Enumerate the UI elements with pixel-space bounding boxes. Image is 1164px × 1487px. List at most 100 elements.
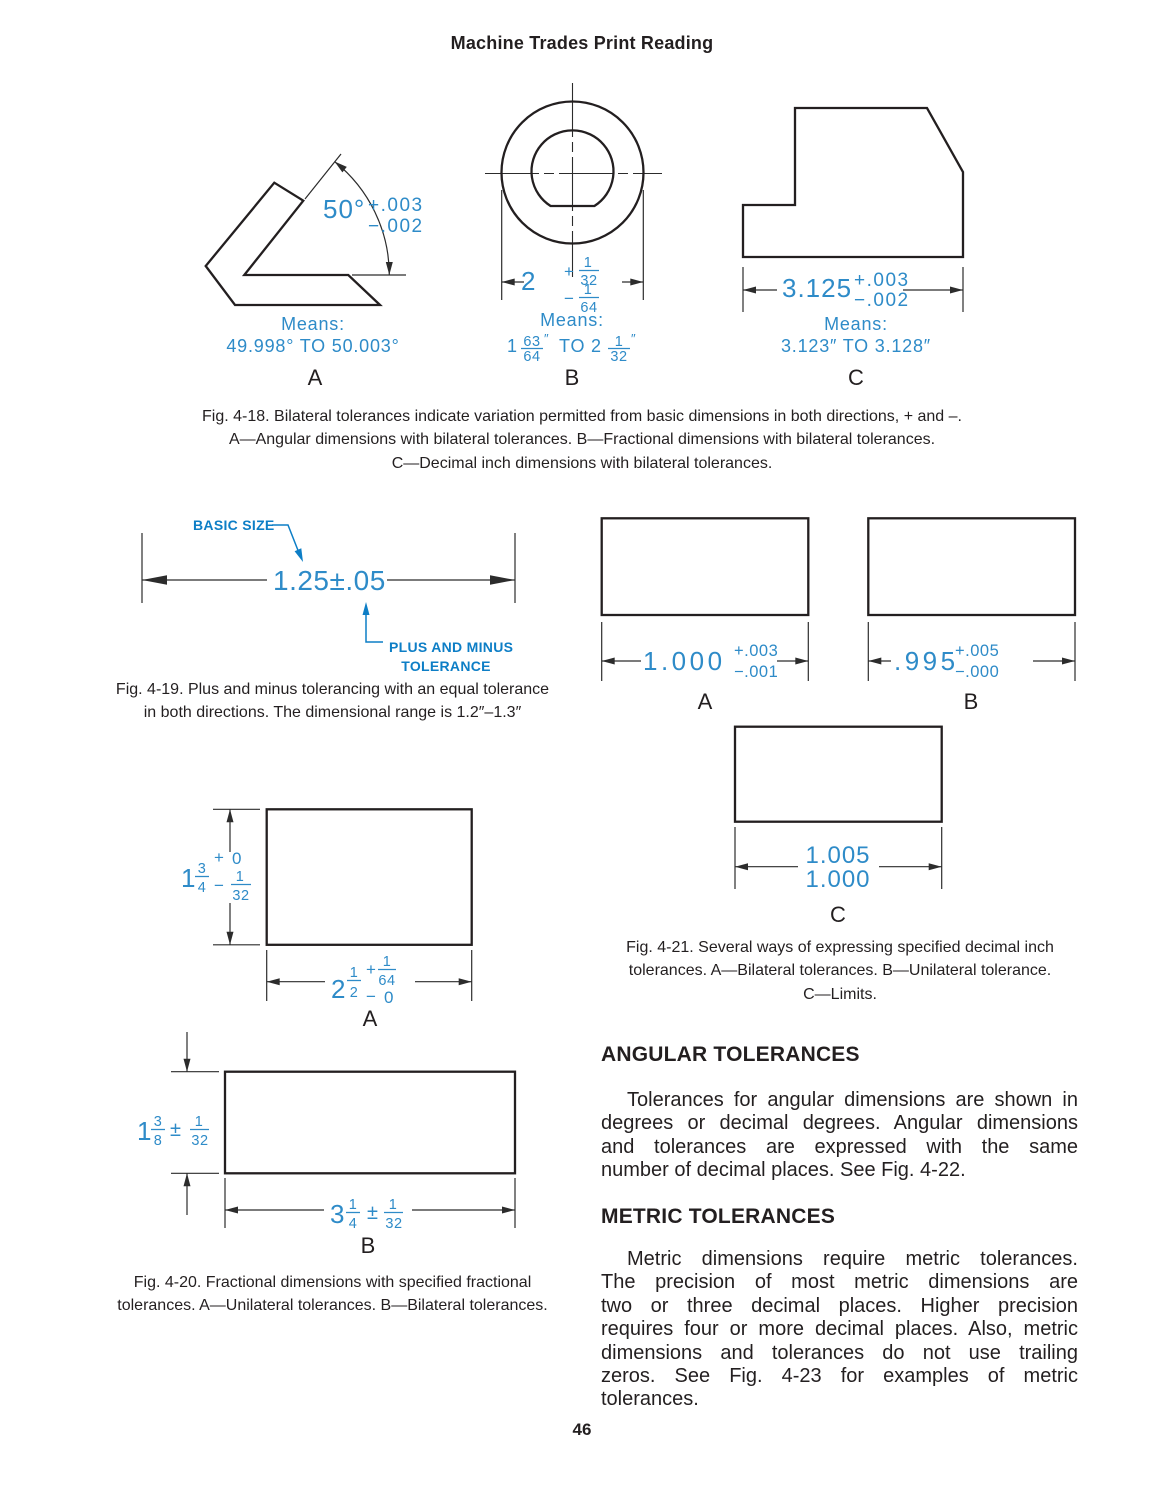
fig18b-minus-den: 64 [580, 300, 597, 316]
body-line: number of decimal places. See Fig. 4-22. [601, 1159, 966, 1182]
means-frac1-num: 63 [523, 334, 540, 350]
fig19-basic-size-leader [272, 524, 303, 562]
angular-tolerances-paragraph: Tolerances for angular dimensions are sh… [601, 1089, 1078, 1183]
fig20b-v-tol-num: 1 [195, 1114, 204, 1130]
body-line: and tolerances are expressed with the sa… [601, 1135, 1078, 1158]
fig20-drawing: 1 3 4 + 0 − 1 32 2 1 2 + 1 64 − 0 A [137, 808, 517, 1258]
fig21c-label: C [830, 902, 846, 927]
fig20a-v-minus-num: 1 [236, 869, 245, 885]
fig21b-tol-plus: +.005 [955, 642, 999, 660]
fig18b-plus-den: 32 [580, 273, 597, 289]
page-header: Machine Trades Print Reading [450, 33, 714, 53]
fig21a-dimension-lines [601, 622, 809, 681]
fig18b-plus-num: 1 [584, 255, 593, 271]
fig20a-v-num: 3 [198, 861, 207, 877]
body-line: The precision of most metric dimensions … [601, 1271, 1078, 1294]
fig19-dimension-lines [141, 533, 516, 603]
page-number: 46 [572, 1420, 592, 1439]
fig18b-dim-value: 2 [521, 266, 536, 296]
fig18-caption-line3: C—Decimal inch dimensions with bilateral… [391, 454, 773, 472]
fig18a-tol-minus: −.002 [368, 216, 424, 237]
fig20b-part-outline [223, 1070, 517, 1175]
fig20b-h-num: 1 [349, 1197, 358, 1213]
fig18c-tol-minus: −.002 [854, 290, 910, 311]
fig18c-dim-value: 3.125 [782, 273, 852, 303]
fig20a-h-plus-den: 64 [378, 973, 395, 989]
fig18a-part-outline [204, 181, 383, 307]
fig18c-label: C [848, 365, 864, 390]
fig20a-label: A [363, 1006, 378, 1031]
fig21-caption-line2: tolerances. A—Bilateral tolerances. B—Un… [628, 962, 1052, 980]
fig20a-h-minus-val: 0 [384, 988, 393, 1007]
fig19-tolerance-callout-line1: PLUS AND MINUS [389, 639, 513, 655]
body-line: two or three decimal places. Higher prec… [601, 1294, 1078, 1317]
fig18-caption-line2: A—Angular dimensions with bilateral tole… [228, 431, 936, 449]
metric-tolerances-heading: METRIC TOLERANCES [601, 1205, 836, 1228]
fig21-caption-line1: Fig. 4-21. Several ways of expressing sp… [626, 939, 1054, 956]
fig21b-dim-value: .995 [894, 646, 959, 676]
fig18b-plus-sign: + [564, 262, 574, 281]
fig20a-v-minus-den: 32 [232, 888, 249, 904]
fig19-caption-line1: Fig. 4-19. Plus and minus tolerancing wi… [115, 681, 550, 698]
fig18b-minus-num: 1 [584, 282, 593, 298]
fig18a-label: A [308, 365, 323, 390]
fig19-tolerance-leader [362, 602, 383, 643]
fig21a-part-outline [600, 517, 810, 617]
fig20b-v-pm-sign: ± [170, 1119, 181, 1141]
fig18c-tol-plus: +.003 [854, 270, 910, 291]
fig20b-h-den: 4 [349, 1216, 358, 1232]
fig20a-vertical-dimension [213, 808, 260, 946]
fig20a-h-den: 2 [350, 985, 359, 1001]
fig20a-v-minus-sign: − [214, 876, 224, 895]
fig20b-v-tol-den: 32 [191, 1133, 208, 1149]
fig20a-v-whole: 1 [181, 863, 196, 893]
fig18b-means-label: Means: [540, 310, 604, 330]
fig21a-label: A [698, 689, 713, 714]
fig20-caption: Fig. 4-20. Fractional dimensions with sp… [95, 1271, 570, 1318]
fig21-drawing: 1.000 +.003 −.001 A .995 +.005 −.000 B 1… [600, 517, 1077, 927]
fig18b-minus-sign: − [564, 289, 574, 308]
fig18b-label: B [565, 365, 580, 390]
fig18a-drawing: 50° +.003 −.002 Means: 49.998° TO 50.003… [204, 153, 424, 390]
fig21c-limit-upper: 1.005 [805, 842, 870, 869]
body-line: Tolerances for angular dimensions are sh… [627, 1089, 1078, 1111]
fig18c-drawing: 3.125 +.003 −.002 Means: 3.123″ TO 3.128… [741, 106, 965, 390]
means-whole-2: 2 [591, 336, 602, 356]
body-line: zeros. See Fig. 4-23 for examples of met… [601, 1365, 1078, 1388]
fig20a-horizontal-dimension [266, 950, 473, 1001]
body-line: degrees or decimal degrees. Angular dime… [601, 1112, 1078, 1135]
fig18b-drawing: 2 + 1 32 − 1 64 Means: 1 63 64 ″ TO 2 1 … [485, 83, 662, 390]
fig20-caption-line2: tolerances. A—Unilateral tolerances. B—B… [117, 1297, 548, 1315]
means-to: TO [559, 336, 585, 356]
fig21a-tol-plus: +.003 [734, 642, 778, 660]
fig20b-v-den: 8 [154, 1133, 163, 1149]
fig20b-vertical-dimension [171, 1032, 219, 1215]
fig18a-angle-dimension-lines [304, 153, 406, 276]
fig19-dim-value: 1.25±.05 [273, 565, 386, 596]
fig21a-tol-minus: −.001 [734, 663, 778, 681]
fig20a-part-outline [265, 808, 473, 946]
fig20a-v-plus-val: 0 [232, 849, 241, 868]
fig18a-angle-value: 50° [323, 194, 365, 224]
fig19-caption: Fig. 4-19. Plus and minus tolerancing wi… [95, 678, 570, 725]
means-frac2-den: 32 [610, 349, 627, 365]
body-line: dimensions and tolerances do not use tra… [601, 1341, 1078, 1364]
fig21-caption-line3: C—Limits. [803, 985, 877, 1003]
fig18a-tol-plus: +.003 [368, 195, 424, 216]
fig20a-h-minus-sign: − [366, 987, 376, 1006]
fig19-basic-size-callout: BASIC SIZE [193, 517, 275, 533]
fig20b-v-num: 3 [154, 1114, 163, 1130]
fig20-caption-line1: Fig. 4-20. Fractional dimensions with sp… [133, 1274, 532, 1291]
means-unit-2: ″ [631, 331, 636, 346]
fig20b-h-tol-den: 32 [385, 1216, 402, 1232]
fig18c-means-value: 3.123″ TO 3.128″ [781, 336, 931, 356]
fig20b-v-whole: 1 [137, 1116, 152, 1146]
fig21b-dimension-lines [867, 622, 1076, 681]
fig19-drawing: BASIC SIZE 1.25±.05 PLUS AND MINUS TOLER… [141, 517, 516, 674]
fig21b-part-outline [867, 517, 1077, 617]
body-line: tolerances. [601, 1388, 699, 1411]
fig20a-v-den: 4 [198, 880, 207, 896]
fig20b-h-pm-sign: ± [367, 1202, 378, 1224]
fig18c-dimension-lines [742, 267, 964, 312]
fig20b-label: B [361, 1233, 376, 1258]
